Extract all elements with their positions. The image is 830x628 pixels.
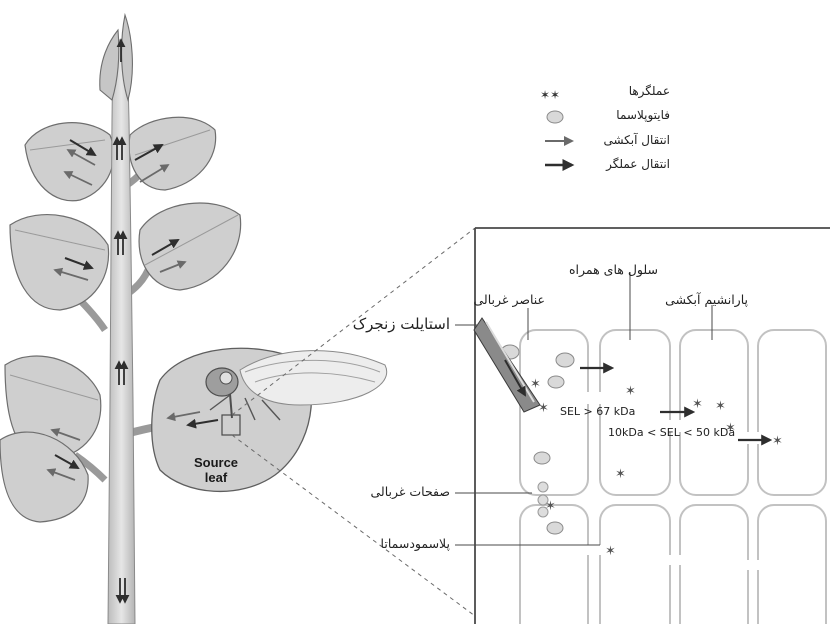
svg-text:✶: ✶ — [715, 399, 726, 414]
svg-text:✶: ✶ — [530, 377, 541, 392]
legend-effector-transport: انتقال عملگر — [606, 157, 670, 171]
legend-effectors: عملگرها — [629, 84, 670, 98]
svg-text:✶: ✶ — [545, 499, 556, 514]
label-stylet: استایلت زنجرک — [353, 315, 450, 333]
legend-passive-transport: انتقال آبکشی — [603, 133, 670, 147]
label-plasmodesmata: پلاسمودسماتا — [381, 536, 450, 551]
svg-text:✶: ✶ — [692, 397, 703, 412]
sel-label-companion-parenchyma: 10kDa < SEL < 50 kDa — [608, 426, 735, 439]
effector-stars-icon: ✶✶ — [540, 88, 560, 102]
label-companion-cells: سلول های همراه — [569, 262, 658, 277]
source-leaf-label-line1: Source — [190, 455, 242, 470]
leaf-upper-right — [129, 117, 216, 190]
svg-text:✶: ✶ — [625, 384, 636, 399]
phytoplasma-icon — [547, 111, 563, 123]
plant-illustration — [0, 15, 387, 624]
svg-text:✶: ✶ — [772, 434, 783, 449]
label-phloem-parenchyma: پارانشیم آبکشی — [665, 292, 748, 307]
svg-text:✶: ✶ — [605, 544, 616, 559]
leaf-mid-right — [139, 203, 241, 290]
legend-phytoplasma: فایتوپلاسما — [616, 108, 670, 122]
source-leaf-label-line2: leaf — [190, 470, 242, 485]
svg-text:✶: ✶ — [615, 467, 626, 482]
svg-text:✶: ✶ — [538, 401, 549, 416]
leaf-mid-left — [10, 215, 109, 310]
label-sieve-elements: عناصر غربالی — [474, 292, 545, 307]
sel-label-sieve-companion: SEL > 67 kDa — [560, 405, 635, 418]
label-sieve-plates: صفحات غربالی — [370, 484, 450, 499]
leaf-upper-left — [25, 123, 114, 201]
source-leaf-label: Source leaf — [190, 455, 242, 485]
legend-symbols: ✶✶ — [540, 88, 572, 165]
